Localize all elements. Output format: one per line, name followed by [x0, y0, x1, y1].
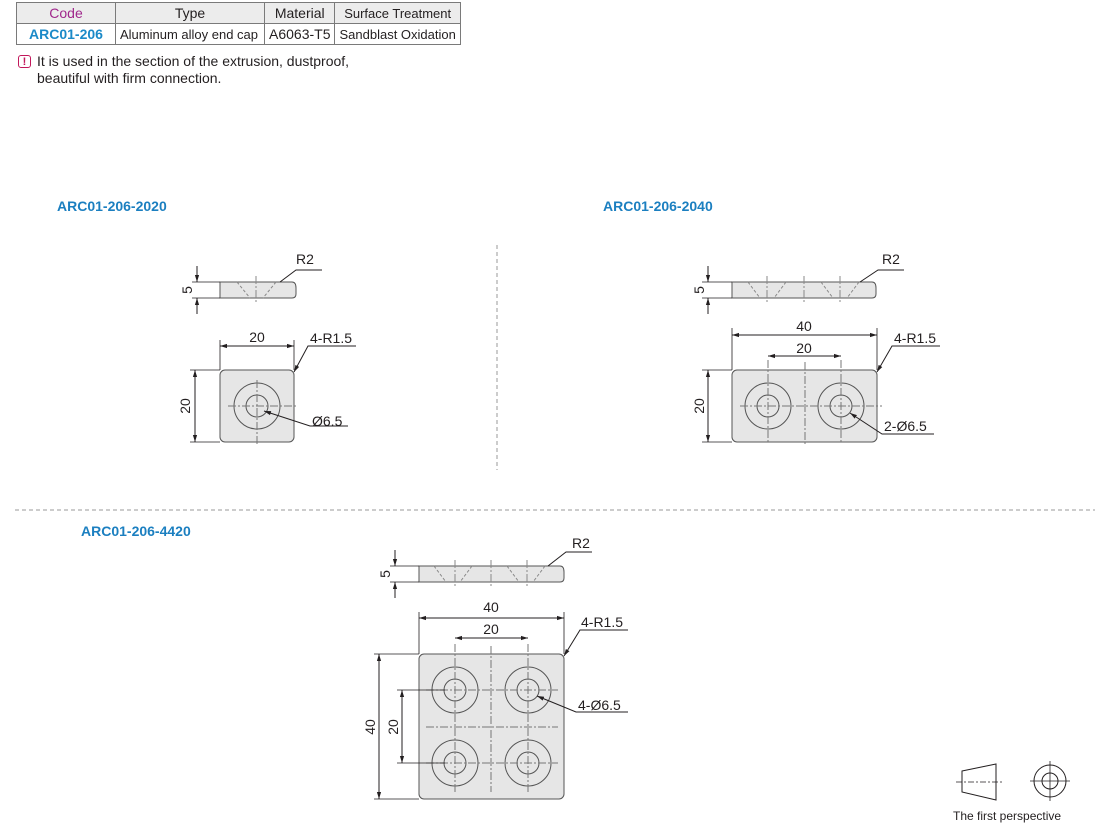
dim-corner-2040: 4-R1.5: [894, 330, 936, 346]
drawing-2020: [190, 266, 356, 444]
dim-thickness-2020: 5: [179, 286, 195, 294]
dim-width-2020: 20: [249, 329, 265, 345]
side-view-2020: [219, 281, 297, 299]
dim-radius-2020: R2: [296, 251, 314, 267]
dim-hole-2020: Ø6.5: [312, 413, 343, 429]
note-line-2: beautiful with firm connection.: [37, 70, 222, 86]
dim-pitch-v-4420: 20: [385, 719, 401, 735]
dim-height-2040: 20: [691, 398, 707, 414]
usage-note: ! It is used in the section of the extrus…: [18, 53, 478, 87]
header-code: Code: [16, 2, 116, 24]
dim-corner-2020: 4-R1.5: [310, 330, 352, 346]
dim-pitch-2040: 20: [796, 340, 812, 356]
spec-table-header: Code Type Material Surface Treatment: [16, 2, 461, 24]
note-line-1: It is used in the section of the extrusi…: [37, 53, 350, 69]
spec-table: Code Type Material Surface Treatment ARC…: [16, 2, 461, 45]
dim-hole-2040: 2-Ø6.5: [884, 418, 927, 434]
first-angle-projection-icon: [956, 761, 1070, 801]
cell-surface: Sandblast Oxidation: [334, 23, 461, 45]
dim-hole-4420: 4-Ø6.5: [578, 697, 621, 713]
dim-width-2040: 40: [796, 318, 812, 334]
projection-label: The first perspective: [953, 809, 1062, 823]
dim-corner-4420: 4-R1.5: [581, 614, 623, 630]
dim-thickness-2040: 5: [691, 286, 707, 294]
dim-pitch-4420: 20: [483, 621, 499, 637]
drawing-2040: [702, 266, 940, 444]
spec-table-row: ARC01-206 Aluminum alloy end cap A6063-T…: [16, 23, 461, 45]
header-material: Material: [263, 2, 336, 24]
part-title-4420: ARC01-206-4420: [81, 523, 191, 539]
dim-radius-2040: R2: [882, 251, 900, 267]
header-type: Type: [115, 2, 265, 24]
cell-code: ARC01-206: [16, 23, 116, 45]
warning-icon: !: [18, 55, 31, 68]
dim-width-4420: 40: [483, 599, 499, 615]
dim-height-2020: 20: [177, 398, 193, 414]
part-title-2040: ARC01-206-2040: [603, 198, 713, 214]
cell-material: A6063-T5: [263, 23, 336, 45]
dim-height-4420: 40: [362, 719, 378, 735]
dim-radius-4420: R2: [572, 535, 590, 551]
drawing-4420: [374, 550, 628, 800]
dim-thickness-4420: 5: [377, 570, 393, 578]
part-title-2020: ARC01-206-2020: [57, 198, 167, 214]
